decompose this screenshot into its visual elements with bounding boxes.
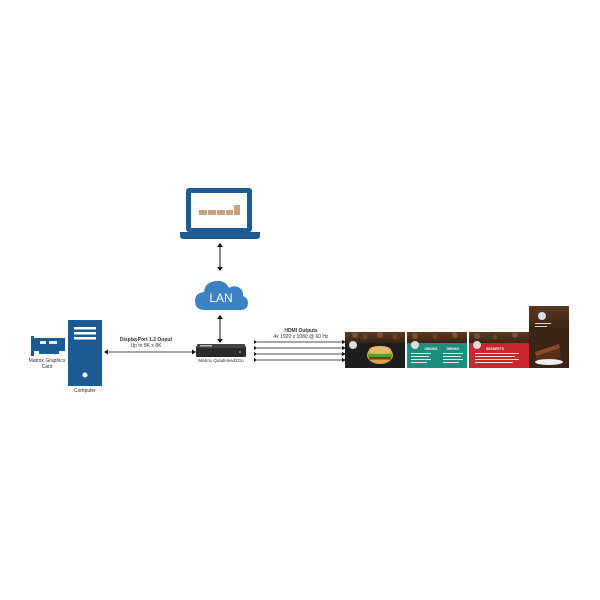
device-label: Matrox QuadHead2Go <box>198 358 244 363</box>
graphics-card-icon <box>31 336 65 356</box>
computer-device-arrow <box>104 349 196 355</box>
hdmi-output-arrows <box>254 340 346 362</box>
display-panel-portrait <box>529 306 569 368</box>
screen-title-drinks-2: DRINKS <box>447 347 460 351</box>
lan-cloud-icon: LAN <box>195 280 248 310</box>
display-panel-drinks: DRINKS DRINKS <box>407 332 467 368</box>
screen-title-desserts: DESSERTS <box>486 347 504 351</box>
display-panel-desserts: DESSERTS <box>469 332 529 368</box>
laptop-cloud-arrow <box>217 243 223 271</box>
quadhead2go-device-icon <box>196 344 246 357</box>
cloud-device-arrow <box>217 315 223 343</box>
display-panel-food <box>345 332 405 368</box>
graphics-card-label-1: Matrox Graphics <box>28 358 66 364</box>
hdmi-output-subtitle: 4x 1920 x 1080 @ 60 Hz <box>273 334 329 340</box>
screen-title-drinks: DRINKS <box>425 347 438 351</box>
graphics-card-label-2: Card <box>41 364 53 370</box>
video-wall: DRINKS DRINKS DESSERTS <box>345 306 569 368</box>
computer-tower-icon <box>68 320 102 386</box>
laptop-icon <box>180 188 260 239</box>
chart-bar-icon <box>199 210 207 215</box>
hdmi-output-title: HDMI Outputs <box>284 328 318 334</box>
dp-output-subtitle: Up to 8K x 8K <box>130 343 162 349</box>
lan-label: LAN <box>209 291 232 305</box>
computer-label: Computer <box>74 388 96 394</box>
dp-output-title: DisplayPort 1.2 Ouput <box>119 337 173 343</box>
